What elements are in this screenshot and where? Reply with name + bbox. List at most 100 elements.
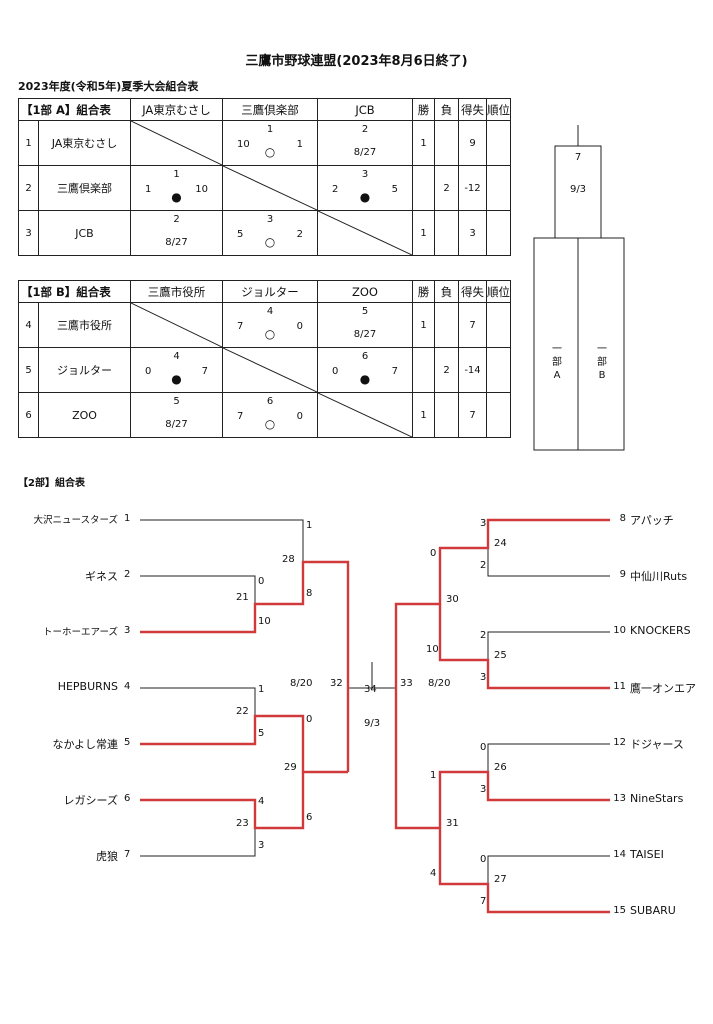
bracket-team-no: 14	[613, 849, 626, 860]
match-cell: 4 0 7 ●	[130, 347, 223, 393]
wins: 1	[412, 392, 435, 438]
game-no: 2	[361, 124, 369, 135]
group-b-label: 【1部 B】組合表	[18, 280, 131, 303]
run-diff: 9	[458, 120, 487, 166]
bracket-team-name: 大沢ニュースターズ	[33, 515, 118, 526]
rank	[486, 392, 511, 438]
match-cell: 3 5 2 ○	[222, 210, 318, 256]
bracket-win-line	[140, 772, 305, 830]
losses	[434, 302, 459, 348]
losses: 2	[434, 165, 459, 211]
bracket-team-no: 13	[613, 793, 626, 804]
game-no: 4	[266, 306, 274, 317]
result-mark: ○	[264, 145, 276, 159]
bracket-line	[347, 687, 360, 700]
run-diff: 7	[458, 302, 487, 348]
diagonal-cell	[317, 392, 413, 438]
match-date: 8/27	[165, 419, 188, 430]
run-diff: -14	[458, 347, 487, 393]
bracket-label: 9/3	[364, 718, 381, 729]
col-loss: 負	[434, 98, 459, 121]
bracket-label: 3	[480, 518, 487, 529]
bracket-label: 10	[426, 644, 439, 655]
bracket-win-line	[140, 714, 348, 774]
match-date: 8/27	[165, 237, 188, 248]
bracket-label: 34	[364, 684, 377, 695]
bracket-label: 8	[306, 588, 313, 599]
game-no: 2	[173, 214, 180, 225]
bracket-label: 29	[284, 762, 297, 773]
score-away: 0	[296, 411, 303, 422]
game-no: 3	[266, 214, 274, 225]
bracket-label: 5	[258, 728, 265, 739]
diagonal-cell	[222, 347, 318, 393]
bracket-label: 0	[306, 714, 313, 725]
losses	[434, 210, 459, 256]
col-team: JCB	[317, 98, 413, 121]
final1-date: 9/3	[569, 184, 587, 195]
run-diff: 7	[458, 392, 487, 438]
game-no: 5	[173, 396, 180, 407]
bracket-team-no: 3	[124, 625, 131, 636]
score-home: 7	[237, 411, 244, 422]
division1-final-bracket	[533, 125, 625, 451]
bracket-team-name: なかよし常連	[52, 738, 118, 751]
bracket-label: 3	[480, 784, 487, 795]
score-away: 0	[296, 321, 303, 332]
bracket-label: 8/20	[428, 678, 451, 689]
bracket-label: 8/20	[290, 678, 313, 689]
diagonal-cell	[317, 210, 413, 256]
bracket-team-no: 7	[124, 849, 131, 860]
rank	[486, 210, 511, 256]
score-away: 7	[391, 366, 398, 377]
col-rank: 順位	[486, 98, 511, 121]
bracket-label: 25	[494, 650, 507, 661]
col-team: 三鷹市役所	[130, 280, 223, 303]
bracket-team-no: 4	[124, 681, 131, 692]
result-mark: ●	[359, 190, 371, 204]
bracket-win-line	[438, 770, 610, 828]
score-away: 5	[391, 184, 398, 195]
bracket-team-name: 鷹一オンエア	[630, 682, 696, 695]
bracket-team-no: 9	[619, 569, 626, 580]
col-diff: 得失	[458, 280, 487, 303]
score-home: 5	[237, 229, 244, 240]
bracket-line	[140, 519, 304, 562]
col-team: ジョルター	[222, 280, 318, 303]
bracket-label: 0	[480, 854, 487, 865]
team-no: 6	[18, 392, 39, 438]
col-loss: 負	[434, 280, 459, 303]
score-home: 10	[237, 139, 250, 150]
team-no: 3	[18, 210, 39, 256]
game-no: 1	[266, 124, 274, 135]
score-away: 2	[296, 229, 303, 240]
wins	[412, 165, 435, 211]
col-team: ZOO	[317, 280, 413, 303]
final1-game-no: 7	[574, 152, 582, 163]
page-title: 三鷹市野球連盟(2023年8月6日終了)	[245, 54, 468, 69]
match-date: 8/27	[353, 147, 377, 158]
game-no: 6	[266, 396, 274, 407]
bracket-label: 21	[236, 592, 249, 603]
bracket-team-no: 6	[124, 793, 131, 804]
bracket-label: 6	[306, 812, 313, 823]
diagonal-cell	[130, 120, 223, 166]
team-no: 1	[18, 120, 39, 166]
bracket-win-line	[438, 604, 610, 690]
bracket-label: 28	[282, 554, 295, 565]
bracket-label: 24	[494, 538, 507, 549]
bracket-win-line	[394, 518, 610, 830]
score-away: 1	[296, 139, 303, 150]
bracket-team-name: HEPBURNS	[57, 680, 118, 693]
rank	[486, 165, 511, 211]
score-home: 2	[332, 184, 339, 195]
result-mark: ○	[264, 417, 276, 431]
losses: 2	[434, 347, 459, 393]
match-cell: 5 8/27	[130, 392, 223, 438]
match-cell: 3 2 5 ●	[317, 165, 413, 211]
match-cell: 4 7 0 ○	[222, 302, 318, 348]
result-mark: ○	[264, 327, 276, 341]
